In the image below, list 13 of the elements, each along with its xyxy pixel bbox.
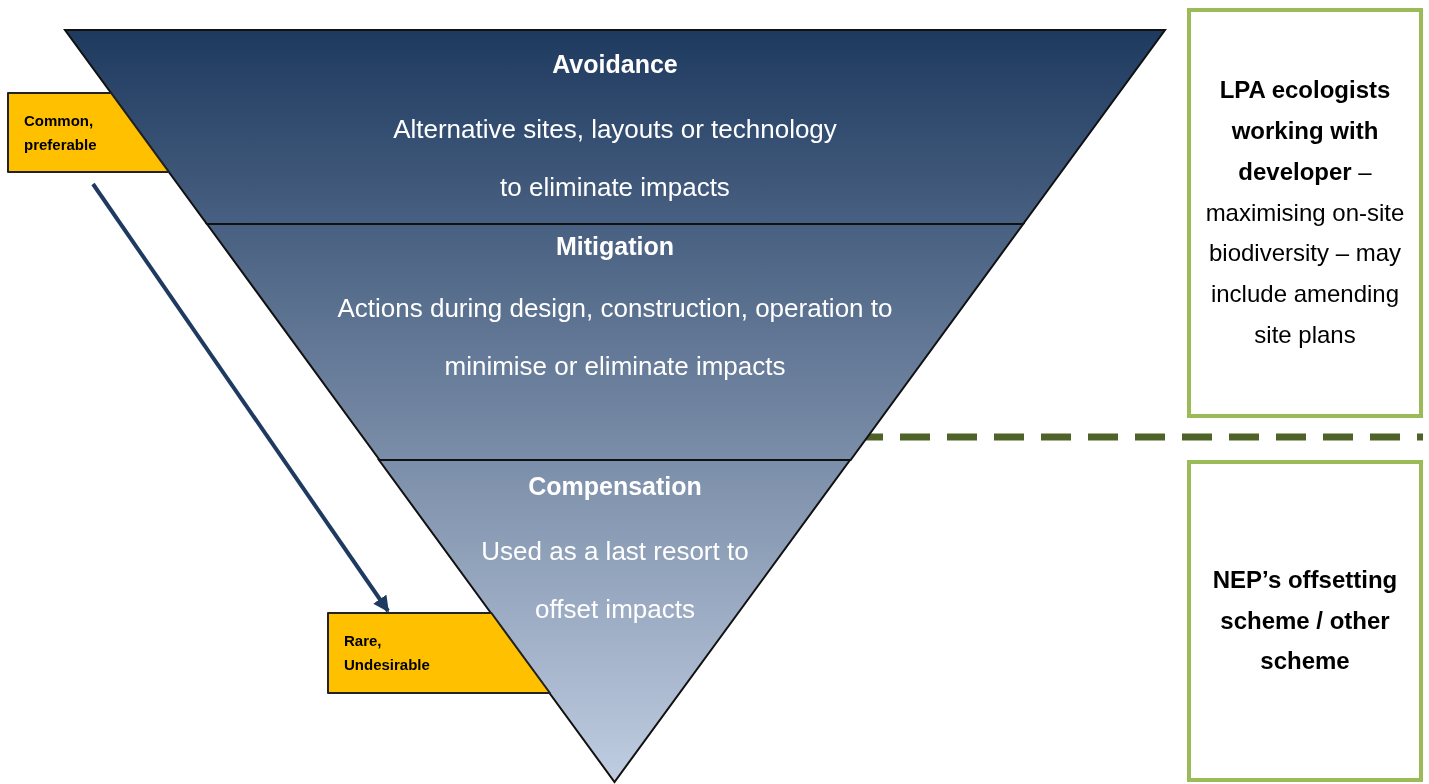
tag-label: Common, preferable (24, 110, 98, 155)
tag-label: Rare, Undesirable (344, 631, 431, 675)
note-box (1187, 8, 1423, 418)
note-box (1187, 460, 1423, 782)
band-heading: Compensation (527, 472, 703, 501)
band-text: Alternative sites, layouts or technology to eliminate impacts (392, 113, 838, 204)
band-text: Used as a last resort to offset impacts (480, 535, 750, 626)
note-text: NEP’s offsetting scheme / other scheme (1211, 564, 1399, 677)
band-heading: Avoidance (551, 50, 679, 79)
band-heading: Mitigation (554, 232, 675, 261)
note-text: LPA ecologists working with developer – maximising on-site biodiversity – may include amending site plans (1204, 75, 1406, 350)
band-text: Actions during design, construction, operation to minimise or eliminate impacts (336, 292, 894, 383)
arrow (91, 182, 390, 613)
